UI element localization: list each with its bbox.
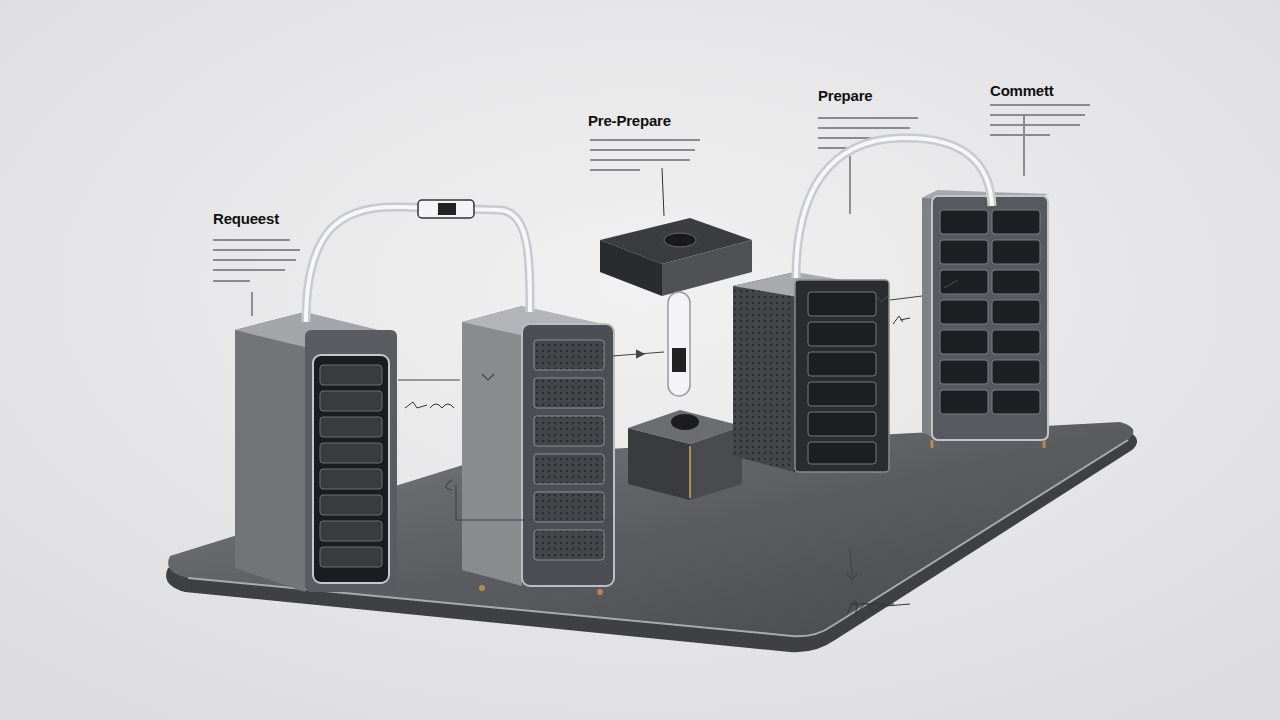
server-cabinet bbox=[922, 190, 1048, 448]
server-tower bbox=[235, 312, 397, 592]
scribbles bbox=[405, 316, 910, 614]
stage-label: Requeest bbox=[213, 210, 279, 227]
glass-tube bbox=[306, 138, 992, 322]
small-device bbox=[628, 410, 742, 500]
note-text-lines bbox=[213, 105, 1090, 281]
server-tower bbox=[462, 306, 614, 595]
flow-arrows bbox=[398, 280, 958, 580]
stage-label: Prepare bbox=[818, 87, 872, 104]
leader-lines bbox=[252, 116, 1024, 316]
server-tower bbox=[733, 272, 890, 472]
stage-label: Pre-Prepare bbox=[588, 112, 671, 129]
stage-label: Commett bbox=[990, 82, 1054, 99]
sensor-module bbox=[600, 218, 752, 396]
